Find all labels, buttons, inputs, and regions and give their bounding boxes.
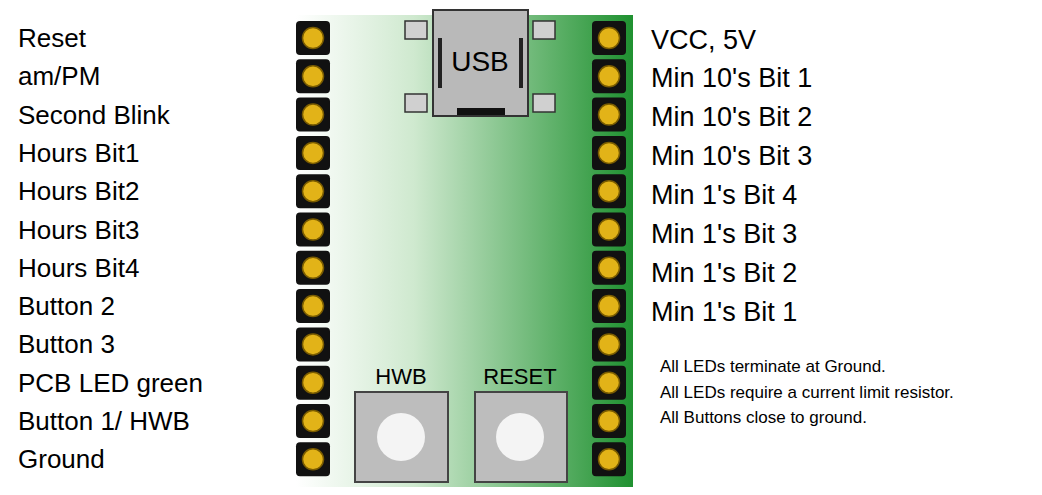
pin-label: Button 3 [18,331,115,357]
pin-label: Min 10's Bit 3 [651,143,812,170]
pin-pad [296,136,330,170]
pin-solder [599,142,620,163]
button-label: HWB [375,366,426,388]
pin-pad [296,251,330,285]
pin-pad [592,327,626,361]
pin-solder [303,296,324,317]
pin-label: am/PM [18,63,100,89]
pin-label: PCB LED green [18,370,203,396]
pin-solder [303,411,324,432]
pin-label: Min 1's Bit 4 [651,182,797,209]
pin-pad [296,21,330,55]
pin-label: Hours Bit4 [18,255,139,281]
push-buttons [355,392,567,482]
pin-label: Hours Bit2 [18,178,139,204]
pin-solder [599,372,620,393]
pin-solder [303,104,324,125]
pin-pad [592,404,626,438]
pin-solder [599,66,620,87]
pin-pad [296,98,330,132]
pin-pad [296,404,330,438]
pin-solder [303,66,324,87]
pin-label: Button 2 [18,293,115,319]
pin-solder [599,219,620,240]
pin-pad [592,213,626,247]
pin-pad [592,21,626,55]
pin-pad [592,174,626,208]
node-text: HWB [375,366,426,388]
pin-pad [296,289,330,323]
pin-pad [296,174,330,208]
pin-solder [599,296,620,317]
pin-solder [599,334,620,355]
pin-label: VCC, 5V [651,27,756,54]
pin-solder [303,28,324,49]
pin-label: Min 10's Bit 2 [651,104,812,131]
pin-solder [599,449,620,470]
pin-label: Hours Bit3 [18,217,139,243]
pin-solder [599,28,620,49]
pin-label: Min 10's Bit 1 [651,65,812,92]
pin-solder [599,104,620,125]
pin-pad [592,98,626,132]
pin-pad [592,442,626,476]
pin-pad [296,59,330,93]
note: All LEDs require a current limit resisto… [660,384,954,401]
pin-pad [592,136,626,170]
note: All Buttons close to ground. [660,409,867,426]
button-label: RESET [483,366,556,388]
pin-solder [303,334,324,355]
pin-pad [592,289,626,323]
node-text: RESET [483,366,556,388]
pin-label: Hours Bit1 [18,140,139,166]
pin-label: Ground [18,446,105,472]
usb-connector [405,10,555,116]
pin-pad [296,442,330,476]
pin-solder [303,372,324,393]
pin-solder [303,449,324,470]
pin-solder [599,411,620,432]
pin-solder [303,181,324,202]
pin-label: Reset [18,25,86,51]
pin-solder [599,181,620,202]
pin-pad [296,366,330,400]
pin-solder [303,257,324,278]
pin-solder [303,219,324,240]
pin-label: Min 1's Bit 1 [651,299,797,326]
pin-label: Min 1's Bit 2 [651,260,797,287]
pin-pad [592,59,626,93]
pin-solder [599,257,620,278]
note: All LEDs terminate at Ground. [660,358,886,375]
pin-pad [296,213,330,247]
usb-connector-label: USB [451,48,509,76]
pin-pad [592,251,626,285]
pin-label: Second Blink [18,102,170,128]
pin-pad [592,366,626,400]
node-text: USB [451,48,509,76]
pin-label: Min 1's Bit 3 [651,221,797,248]
pin-solder [303,142,324,163]
pin-pad [296,327,330,361]
pin-label: Button 1/ HWB [18,408,190,434]
